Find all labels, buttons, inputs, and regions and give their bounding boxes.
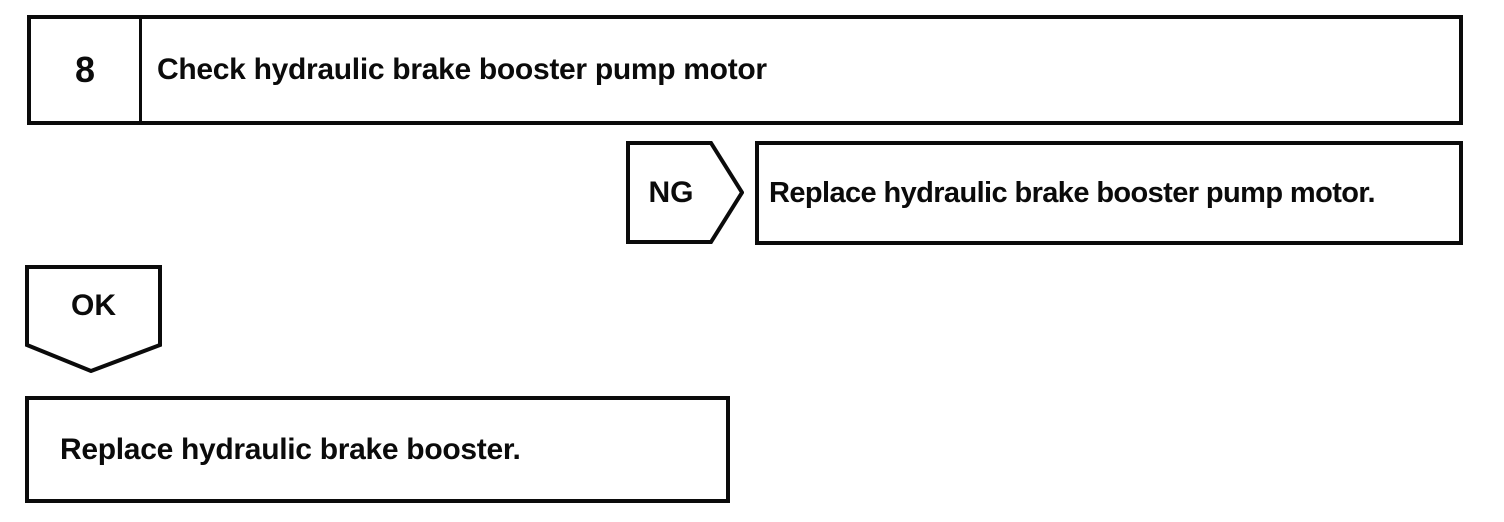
ng-label: NG (648, 175, 694, 209)
ng-connector: NG (626, 141, 744, 244)
ng-action-box: Replace hydraulic brake booster pump mot… (755, 141, 1463, 245)
ng-action-text: Replace hydraulic brake booster pump mot… (769, 176, 1376, 209)
ok-label: OK (71, 289, 116, 322)
ok-connector: OK (25, 265, 162, 373)
ok-action-text: Replace hydraulic brake booster. (60, 432, 521, 466)
step-box: 8 Check hydraulic brake booster pump mot… (27, 15, 1463, 125)
ok-pentagon-arrow-icon (25, 265, 162, 373)
step-title: Check hydraulic brake booster pump motor (157, 53, 767, 86)
step-number: 8 (31, 19, 142, 121)
ok-action-box: Replace hydraulic brake booster. (25, 396, 730, 503)
ng-pentagon-arrow-icon (626, 141, 744, 244)
